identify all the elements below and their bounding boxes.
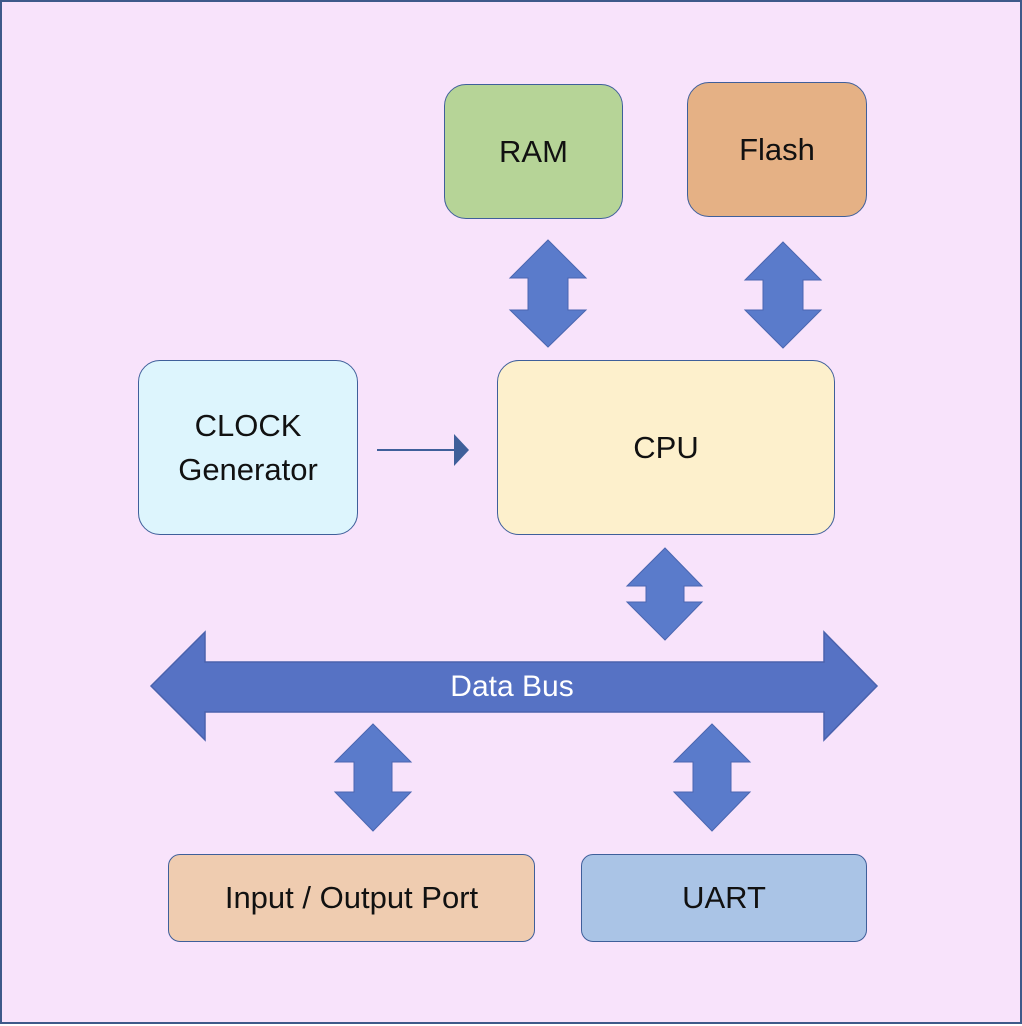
bus-io-arrow [333,723,413,832]
io-port-label: Input / Output Port [224,880,479,915]
uart-block: UART [581,854,867,942]
data-bus-arrow [149,630,879,742]
uart-label: UART [682,880,766,915]
clock-cpu-arrowhead [454,434,469,466]
data-bus-label: Data Bus [450,670,574,703]
clock-label-line1: CLOCK [194,407,302,443]
cpu-label: CPU [633,429,699,465]
clock-label-line2: Generator [178,451,318,487]
io-port-block: Input / Output Port [168,854,535,942]
flash-label: Flash [739,131,815,167]
ram-label: RAM [499,133,568,169]
clock-generator-block: CLOCK Generator [138,360,358,535]
ram-cpu-arrow [508,239,588,348]
bus-uart-arrow [672,723,752,832]
flash-cpu-arrow [743,241,823,349]
flash-block: Flash [687,82,867,217]
cpu-bus-arrow [625,547,704,641]
ram-block: RAM [444,84,623,219]
cpu-block: CPU [497,360,835,535]
